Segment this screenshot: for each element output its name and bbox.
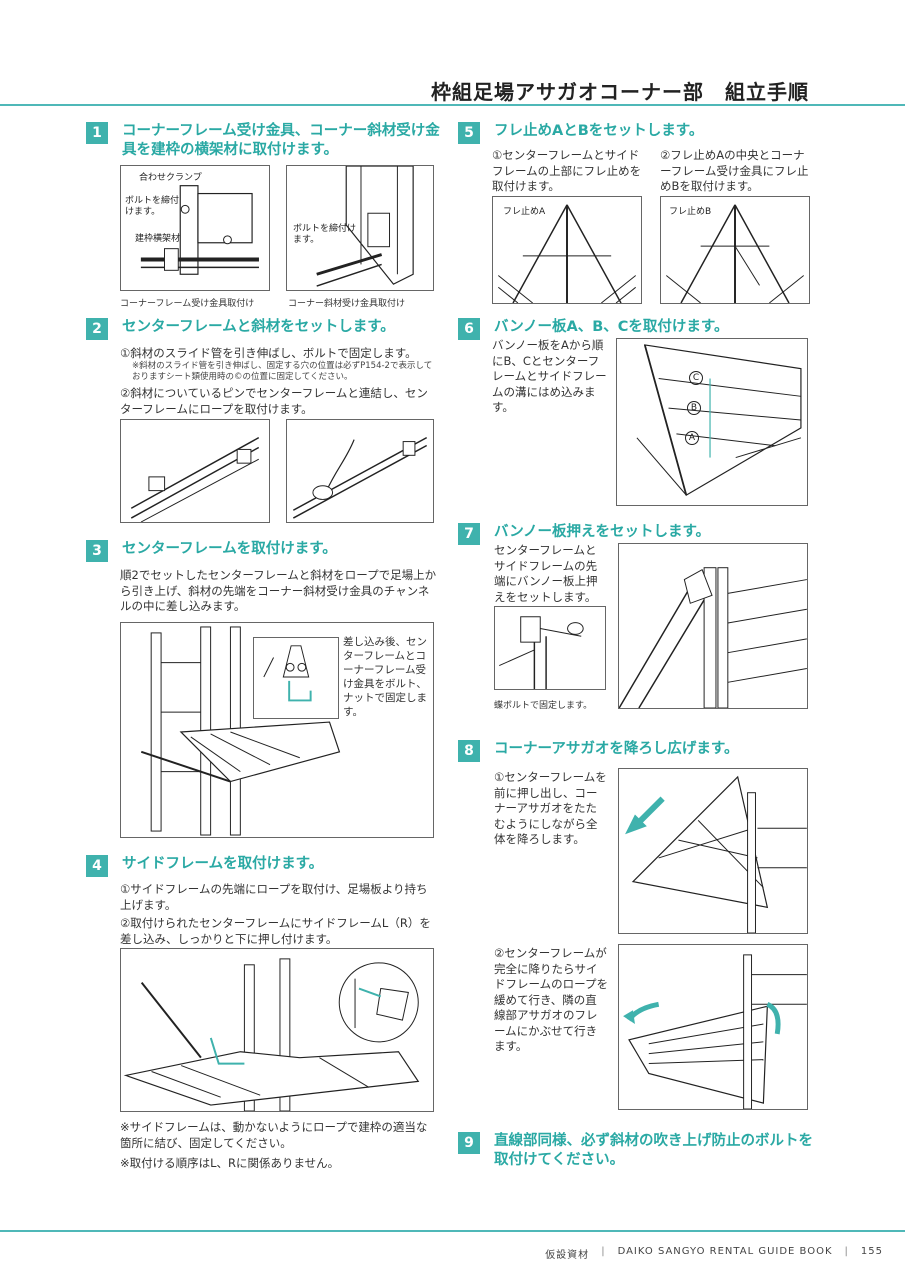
label-brace-a: フレ止めA <box>503 207 546 217</box>
figure-panel-retainer <box>618 543 808 709</box>
step-6-text: バンノー板をAから順にB、Cとセンターフレームとサイドフレームの溝にはめ込みます… <box>492 338 607 414</box>
label-clamp: 合わせクランプ <box>139 173 202 183</box>
slide-pipe-illustration <box>130 437 260 522</box>
label-brace-b: フレ止めB <box>669 207 712 217</box>
step-title: サイドフレームを取付けます。 <box>122 856 324 872</box>
page-number: 155 <box>860 1246 883 1257</box>
figure-lower-1 <box>618 768 808 934</box>
step-4-text-1: ①サイドフレームの先端にロープを取付け、足場板より持ち上げます。 <box>120 882 428 912</box>
step-9-header: 9 直線部同様、必ず斜材の吹き上げ防止のボルトを取付けてください。 <box>458 1132 818 1170</box>
figure-side-frame-install <box>120 948 434 1112</box>
step-title: センターフレームを取付けます。 <box>122 541 337 557</box>
figure-panels: C B A <box>616 338 808 506</box>
step-number: 4 <box>86 855 108 877</box>
figure-slide-pipe <box>120 419 270 523</box>
step-title: 直線部同様、必ず斜材の吹き上げ防止のボルトを取付けてください。 <box>494 1133 813 1168</box>
footer: 仮設資材 | DAIKO SANGYO RENTAL GUIDE BOOK | … <box>545 1246 883 1261</box>
label-bolt-2: ボルトを締付けます。 <box>293 224 357 245</box>
panels-illustration <box>636 344 802 497</box>
footer-separator: | <box>844 1246 849 1257</box>
figure-lower-2 <box>618 944 808 1110</box>
step-number: 7 <box>458 523 480 545</box>
step-4-header: 4 サイドフレームを取付けます。 <box>86 855 446 877</box>
step-5-header: 5 フレ止めAとBをセットします。 <box>458 122 818 144</box>
step-title: バンノー板押えをセットします。 <box>494 524 711 540</box>
figure-center-frame-install: 差し込み後、センターフレームとコーナーフレーム受け金具をボルト、ナットで固定しま… <box>120 622 434 838</box>
brace-a-illustration <box>497 204 637 303</box>
step-8-text-2: ②センターフレームが完全に降りたらサイドフレームのロープを緩めて行き、隣の直線部… <box>494 946 608 1053</box>
step-title: バンノー板A、B、Cを取付けます。 <box>494 319 729 335</box>
step-3-header: 3 センターフレームを取付けます。 <box>86 540 446 562</box>
step-number: 3 <box>86 540 108 562</box>
lower-2-illustration <box>623 954 807 1109</box>
figure-pin-rope <box>286 419 434 523</box>
bracket-illustration <box>140 185 259 275</box>
center-frame-illustration <box>140 626 341 836</box>
step-2-text-2: ②斜材についているピンでセンターフレームと連結し、センターフレームにロープを取付… <box>120 386 428 416</box>
mark-c: C <box>689 371 703 385</box>
inset-detail-svg <box>263 645 312 702</box>
step-3-inset-text: 差し込み後、センターフレームとコーナーフレーム受け金具をボルト、ナットで固定しま… <box>343 636 427 718</box>
wing-bolt-illustration <box>499 616 584 689</box>
step-7-text: センターフレームとサイドフレームの先端にバンノー板上押えをセットします。 <box>494 543 598 604</box>
page-header: 枠組足場アサガオコーナー部 組立手順 <box>0 76 905 106</box>
figure-brace-a: フレ止めA <box>492 196 642 304</box>
step-3-text: 順2でセットしたセンターフレームと斜材をロープで足場上から引き上げ、斜材の先端を… <box>120 568 437 613</box>
header-rule <box>0 104 905 106</box>
mark-b: B <box>687 401 701 415</box>
figure-corner-frame-bracket: 合わせクランプ ボルトを締付けます。 建枠横架材 <box>120 165 270 291</box>
step-number: 2 <box>86 318 108 340</box>
step-1-header: 1 コーナーフレーム受け金具、コーナー斜材受け金具を建枠の横架材に取付けます。 <box>86 122 446 160</box>
inset-detail <box>253 637 339 719</box>
step-5-text-2: ②フレ止めAの中央とコーナーフレーム受け金具にフレ止めBを取付けます。 <box>660 148 809 193</box>
diagonal-bracket-illustration <box>316 166 414 287</box>
step-4-note-2: ※取付ける順序はL、Rに関係ありません。 <box>120 1156 340 1170</box>
brace-b-illustration <box>665 204 805 303</box>
step-8-header: 8 コーナーアサガオを降ろし広げます。 <box>458 740 818 762</box>
step-2-note: ※斜材のスライド管を引き伸ばし、固定する穴の位置は必ずP154-2で表示しており… <box>132 361 433 382</box>
step-6-header: 6 バンノー板A、B、Cを取付けます。 <box>458 318 818 340</box>
step-title: センターフレームと斜材をセットします。 <box>122 319 395 335</box>
step-number: 6 <box>458 318 480 340</box>
footer-separator: | <box>601 1246 606 1257</box>
caption-wing-bolt: 蝶ボルトで固定します。 <box>494 701 593 711</box>
step-2-text-1: ①斜材のスライド管を引き伸ばし、ボルトで固定します。 <box>120 346 417 360</box>
page-title: 枠組足場アサガオコーナー部 組立手順 <box>431 80 809 104</box>
pin-rope-illustration <box>292 437 428 519</box>
figure-wing-bolt <box>494 606 606 690</box>
footer-category: 仮設資材 <box>545 1250 590 1261</box>
caption-corner-diagonal: コーナー斜材受け金具取付け <box>288 299 406 309</box>
step-2-header: 2 センターフレームと斜材をセットします。 <box>86 318 446 340</box>
footer-rule <box>0 1230 905 1232</box>
label-ledger: 建枠横架材 <box>135 234 181 244</box>
step-8-text-1: ①センターフレームを前に押し出し、コーナーアサガオをたたむようにしながら全体を降… <box>494 770 607 846</box>
footer-book-name: DAIKO SANGYO RENTAL GUIDE BOOK <box>617 1246 833 1257</box>
step-title: コーナーアサガオを降ろし広げます。 <box>494 741 739 757</box>
figure-corner-diagonal-bracket: ボルトを締付けます。 <box>286 165 434 291</box>
step-title: コーナーフレーム受け金具、コーナー斜材受け金具を建枠の横架材に取付けます。 <box>122 123 440 158</box>
caption-corner-frame: コーナーフレーム受け金具取付け <box>120 299 255 309</box>
lower-1-illustration <box>625 775 807 933</box>
step-4-text-2: ②取付けられたセンターフレームにサイドフレームL（R）を差し込み、しっかりと下に… <box>120 916 431 946</box>
label-bolt: ボルトを締付けます。 <box>125 196 180 217</box>
figure-brace-b: フレ止めB <box>660 196 810 304</box>
step-5-text-1: ①センターフレームとサイドフレームの上部にフレ止めを取付けます。 <box>492 148 642 193</box>
step-number: 9 <box>458 1132 480 1154</box>
step-number: 5 <box>458 122 480 144</box>
step-number: 1 <box>86 122 108 144</box>
panel-retainer-illustration <box>619 567 807 708</box>
mark-a: A <box>685 431 699 445</box>
step-7-header: 7 バンノー板押えをセットします。 <box>458 523 818 545</box>
step-4-note-1: ※サイドフレームは、動かないようにロープで建枠の適当な箇所に結び、固定してくださ… <box>120 1120 428 1150</box>
step-title: フレ止めAとBをセットします。 <box>494 123 704 139</box>
step-number: 8 <box>458 740 480 762</box>
side-frame-illustration <box>123 958 420 1111</box>
